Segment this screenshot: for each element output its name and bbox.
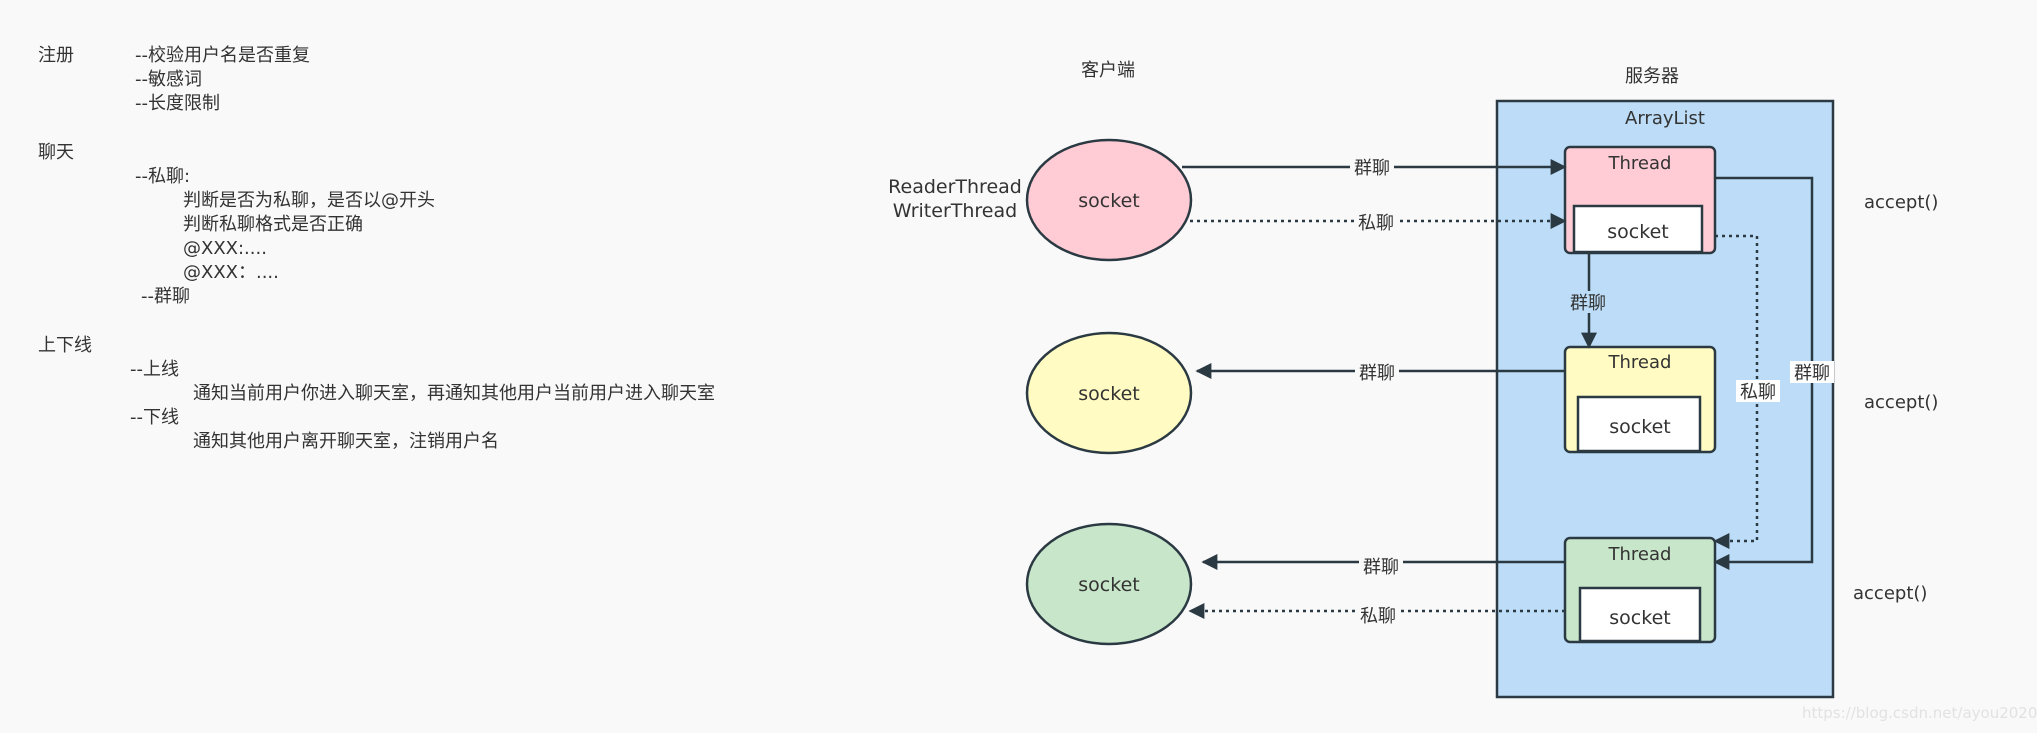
group-chat-title: --群聊 [141,286,190,307]
writer-thread-label: WriterThread [893,200,1017,222]
thread-2-socket [1576,395,1702,453]
client-socket-3-label: socket [1078,574,1139,596]
watermark: https://blog.csdn.net/ayou2020 [1802,704,2037,722]
server-label: 服务器 [1625,66,1679,87]
reader-thread-label: ReaderThread [888,176,1022,198]
private-chat-item: @XXX:.... [183,238,267,259]
offline-title: --下线 [130,407,179,428]
edge-private-chat-side [1713,234,1759,549]
register-item-sensitive: --敏感词 [135,69,202,90]
edge-label-bg [1356,604,1400,626]
thread-3-socket [1578,586,1702,643]
private-chat-item: @XXX：.... [183,262,279,283]
edge-label-bg [1355,361,1399,383]
chat-heading: 聊天 [38,142,74,163]
online-description: 通知当前用户你进入聊天室，再通知其他用户当前用户进入聊天室 [193,383,715,404]
edge-label-bg [1736,380,1780,402]
thread-2-socket-label: socket [1609,416,1670,438]
register-item-length: --长度限制 [135,93,220,114]
edge-label-bg [1354,211,1398,233]
private-chat-item: 判断私聊格式是否正确 [183,214,363,235]
edge-label-group-in: 群聊 [1354,158,1390,179]
private-chat-title: --私聊: [135,166,191,187]
accept-label-2: accept() [1864,392,1938,413]
thread-1-socket [1572,204,1704,254]
accept-label-1: accept() [1864,192,1938,213]
client-socket-2 [1025,331,1193,455]
edge-label-bg [1350,156,1394,178]
thread-1-label: Thread [1608,153,1672,174]
edge-label-bg [1566,291,1610,313]
register-item-duplicate: --校验用户名是否重复 [135,45,310,66]
register-heading: 注册 [38,45,74,66]
edge-label-private-in: 私聊 [1358,213,1394,234]
offline-description: 通知其他用户离开聊天室，注销用户名 [193,431,499,452]
client-label: 客户端 [1081,60,1135,81]
edge-label-group-side: 群聊 [1794,363,1830,384]
client-socket-2-label: socket [1078,383,1139,405]
accept-label-3: accept() [1853,583,1927,604]
edge-label-group-out-2: 群聊 [1359,363,1395,384]
client-socket-1 [1025,138,1193,262]
notes-panel: 注册 --校验用户名是否重复 --敏感词 --长度限制 聊天 --私聊: 判断是… [0,0,860,733]
thread-3-socket-label: socket [1609,607,1670,629]
edge-label-bg [1790,361,1834,383]
thread-3-label: Thread [1608,544,1672,565]
client-socket-3 [1025,522,1193,646]
edge-label-group-out-3: 群聊 [1363,557,1399,578]
edge-label-group-down: 群聊 [1570,293,1606,314]
online-heading: 上下线 [38,335,92,356]
arraylist-label: ArrayList [1625,108,1705,129]
private-chat-item: 判断是否为私聊，是否以@开头 [183,190,435,211]
edge-label-bg [1359,555,1403,577]
thread-1-socket-label: socket [1607,221,1668,243]
edge-label-private-side: 私聊 [1740,382,1776,403]
online-title: --上线 [130,359,179,380]
edge-label-private-out-3: 私聊 [1360,606,1396,627]
client-socket-1-label: socket [1078,190,1139,212]
thread-2-label: Thread [1608,352,1672,373]
